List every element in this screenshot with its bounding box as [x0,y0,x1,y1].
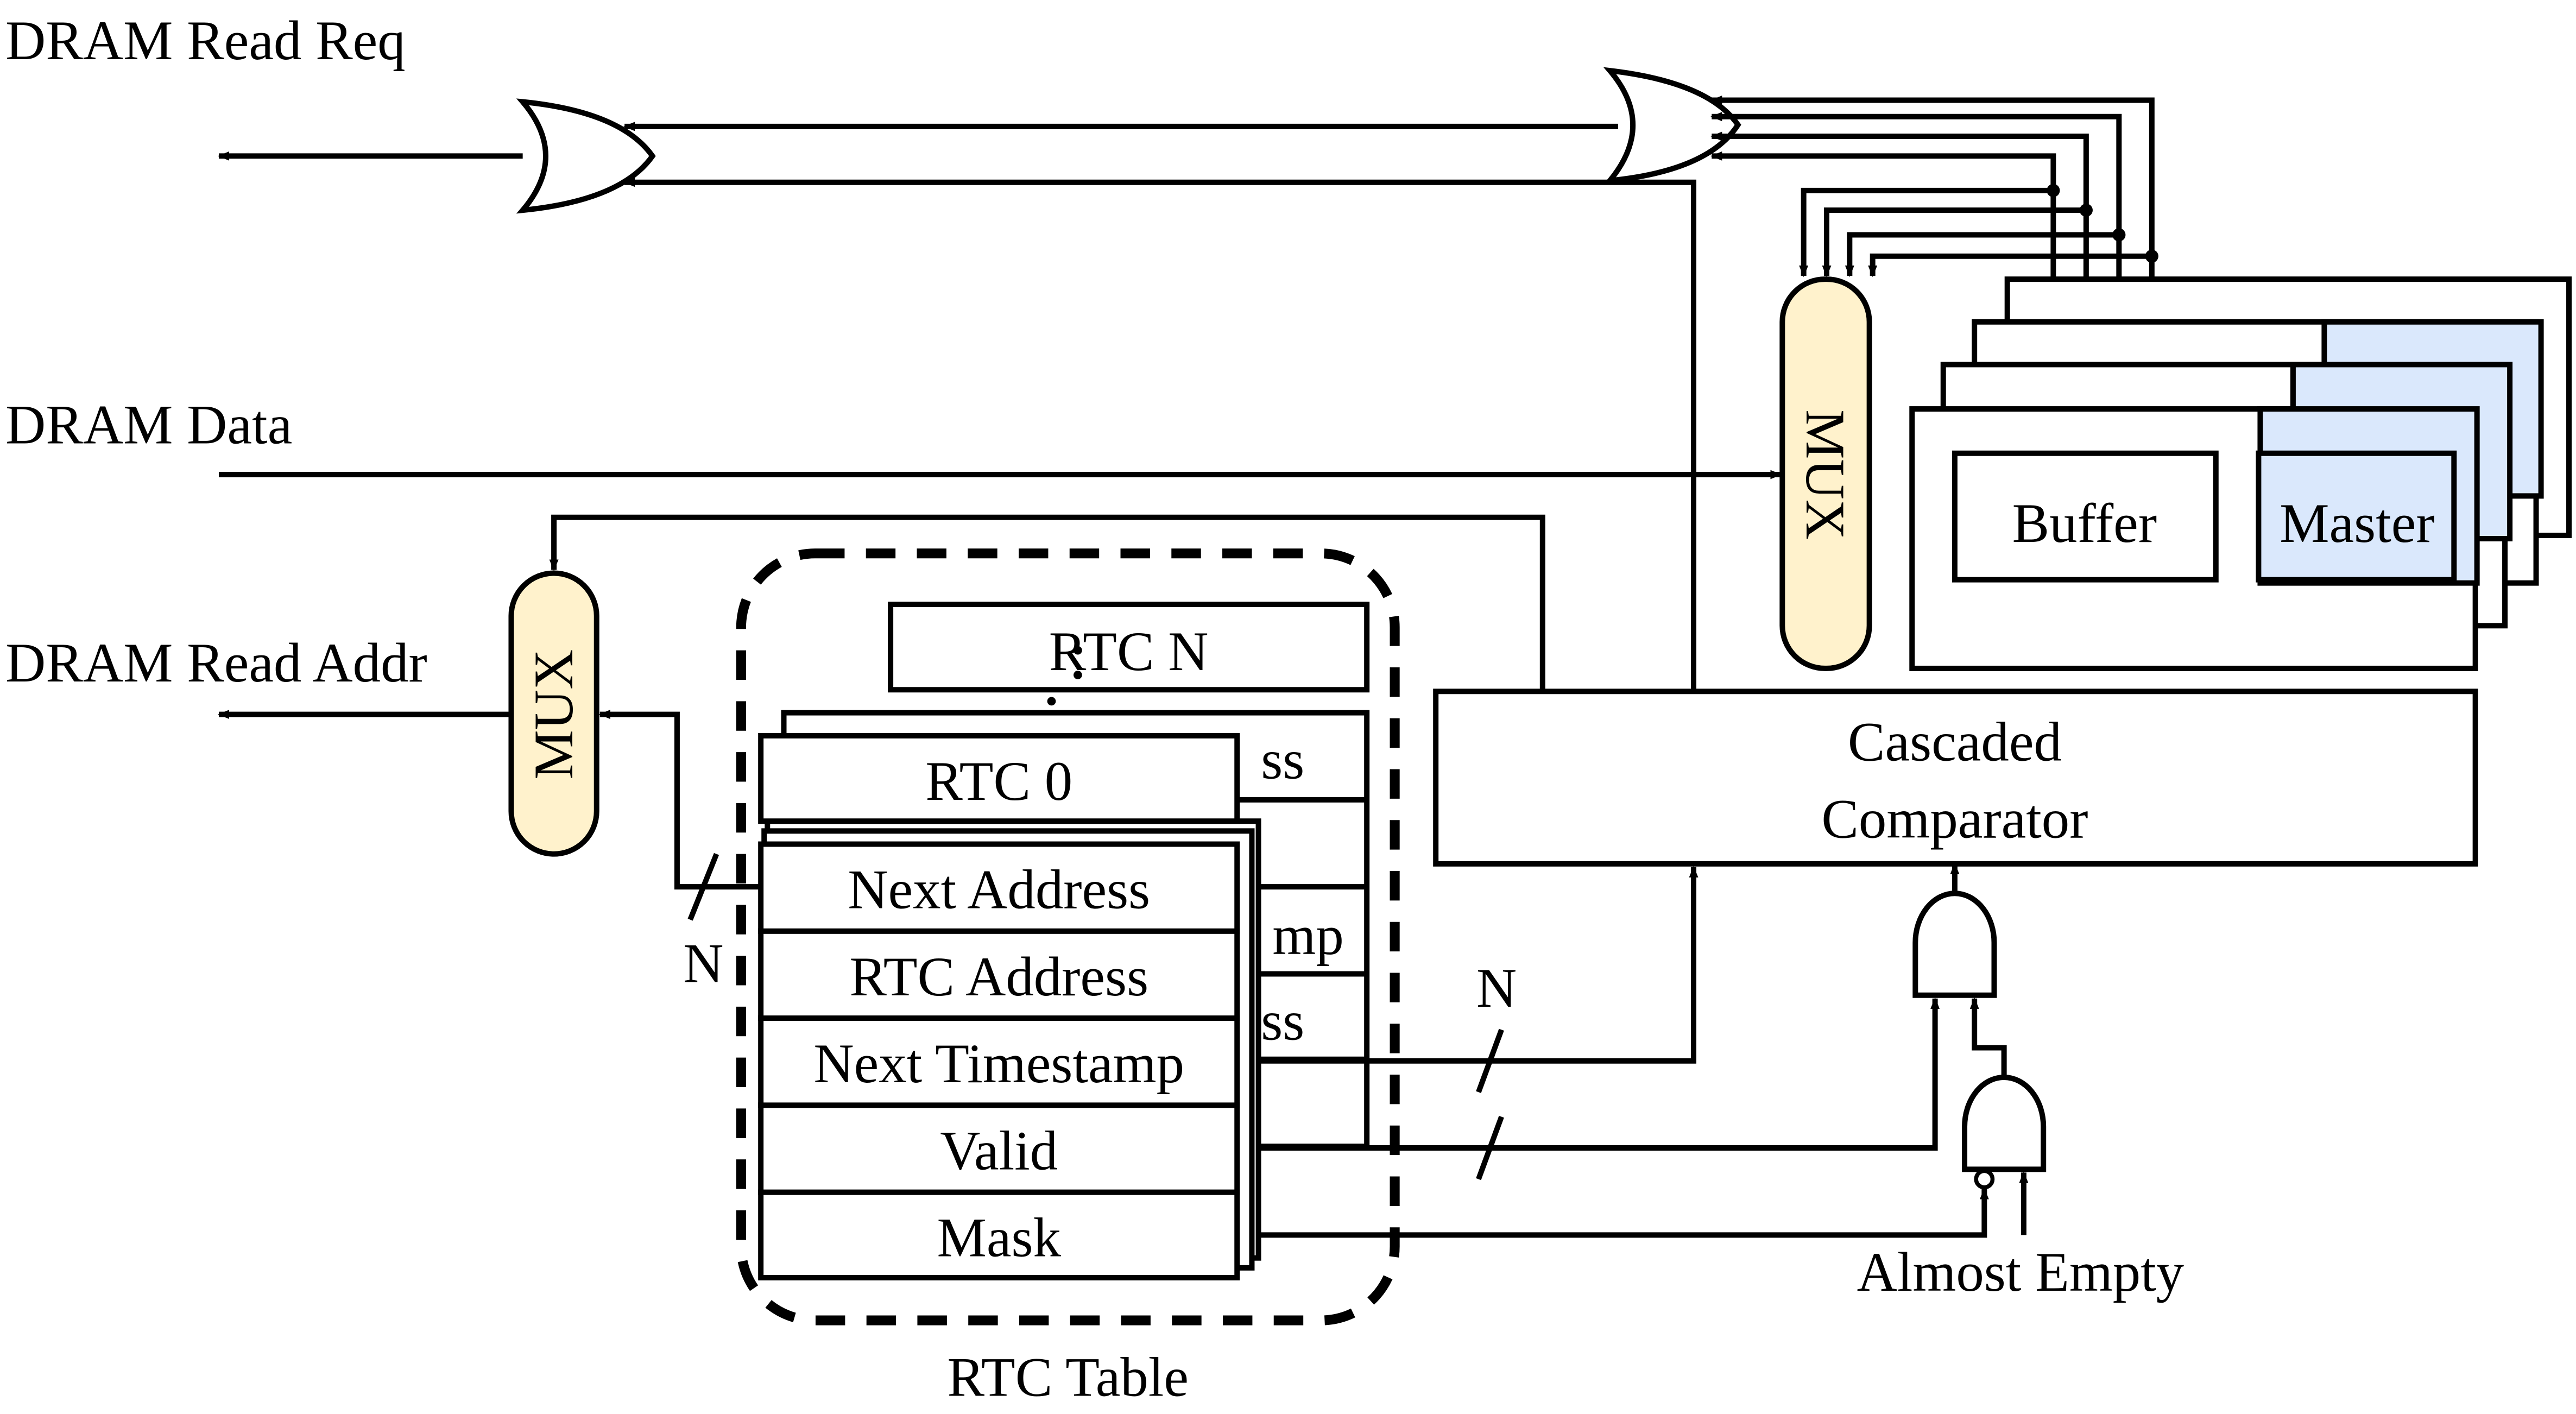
rtc-table-boundary [736,548,1400,1325]
ellipsis-dot [1074,671,1082,679]
comparator-label-line2: Comparator [1821,788,2088,850]
bus-width-label-left: N [683,933,723,995]
almost-empty-label: Almost Empty [1857,1241,2184,1303]
bus-slash [1476,1028,1504,1093]
bus-width-label-right: N [1476,957,1517,1019]
timestamp-bus [1258,866,1699,1064]
rtc-0-title: RTC 0 [925,750,1072,812]
comparator-label-line1: Cascaded [1848,711,2062,773]
or-input-2 [1710,112,2122,322]
rtc-0-field-mask-label: Mask [937,1207,1061,1269]
buffer-box [1952,450,2219,583]
and-gate-upper [1912,891,1997,998]
junction-dot [2112,228,2126,242]
rtc-0-field-next-timestamp-label: Next Timestamp [813,1033,1184,1095]
dram-read-addr-label: DRAM Read Addr [5,632,427,694]
dram-read-req-label: DRAM Read Req [5,10,406,72]
rtc-n-title-box [888,601,1370,693]
rtc-n-field-partial: mp [1272,905,1343,967]
junction-dot [2145,249,2158,263]
bus-slash [1476,1115,1504,1181]
mux-input-4 [1868,253,2152,277]
mux-top [1779,276,1872,671]
or-gate-left [516,98,656,214]
comparator-to-or-wire [623,178,1697,692]
and-gate-lower [1962,1075,2047,1172]
cascaded-comparator [1433,689,2478,867]
junction-dot [2079,204,2093,217]
dram-data-label: DRAM Data [5,394,292,456]
mux-top-label: MUX [1794,409,1856,540]
mask-wire [1258,1188,1989,1238]
valid-bus [1258,997,1940,1151]
junction-dot [2047,184,2060,197]
bus-slash [687,853,719,921]
rtc-0-field-valid [758,1102,1240,1195]
rtc-0-field-mask [758,1189,1240,1280]
ellipsis-dot [1074,646,1082,655]
buffer-label: Buffer [2012,493,2157,554]
master-label: Master [2280,493,2435,554]
rtc-0-field-next-address-label: Next Address [848,858,1150,920]
rtc-n-field-partial: ss [1261,729,1304,791]
or-gate-right [1603,67,1741,184]
comparator-to-mux-wire [549,514,1545,692]
inverter-bubble [1974,1169,1995,1190]
rtc-0-title-box [758,733,1240,824]
rtc-n-title: RTC N [1049,621,1209,683]
mux-input-2 [1822,207,2086,277]
and-lower-output [1969,997,2007,1077]
mux-left [508,570,599,857]
mux-input-1 [1799,187,2054,277]
mux-input-3 [1845,232,2119,277]
rtc-table-label: RTC Table [947,1347,1188,1409]
mux-left-label: MUX [523,649,585,780]
next-address-bus [598,710,761,890]
rtc-0-field-rtc-address-label: RTC Address [849,946,1148,1008]
rtc-n-field-partial: ss [1261,990,1304,1052]
master-box [2256,450,2457,583]
ellipsis-dot [1047,697,1056,706]
rtc-0-field-valid-label: Valid [940,1120,1058,1182]
